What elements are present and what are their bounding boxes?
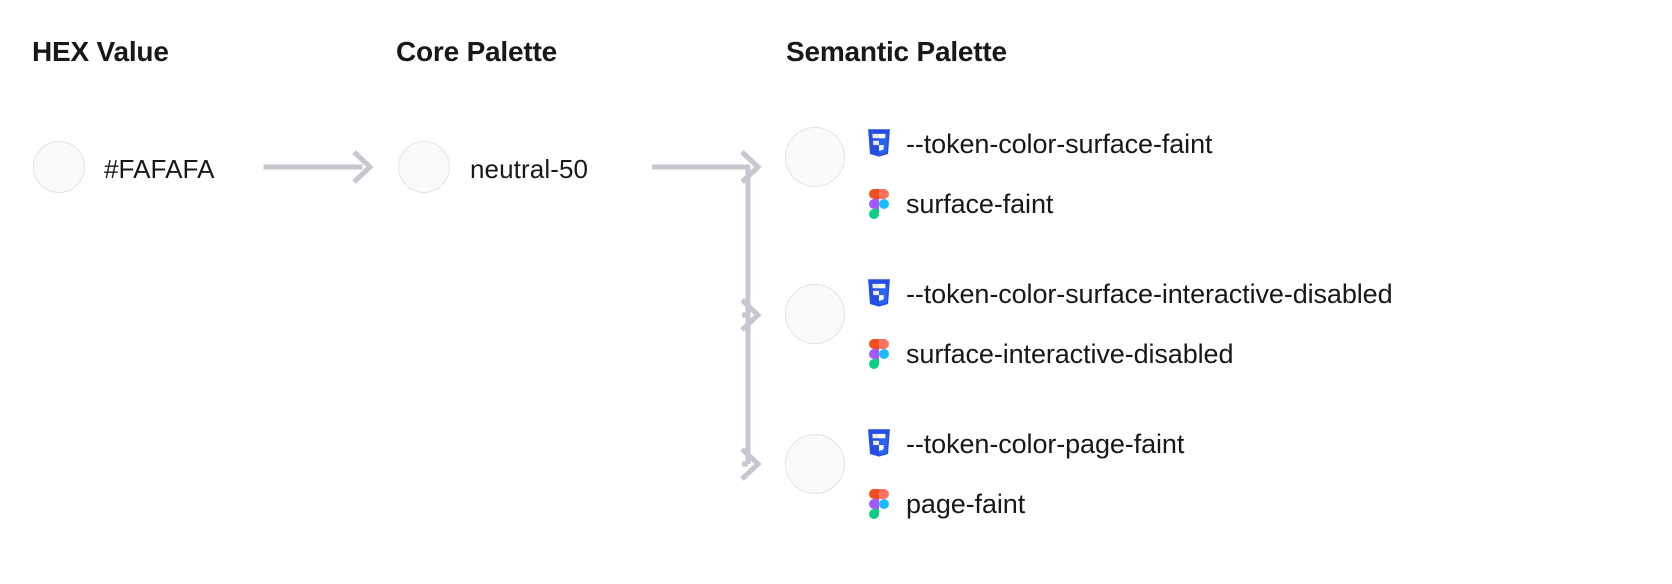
color-swatch-semantic-page-faint <box>785 434 845 494</box>
semantic-token-group: --token-color-surface-faint surface-fain… <box>866 114 1213 234</box>
semantic-token-group: --token-color-surface-interactive-disabl… <box>866 264 1393 384</box>
token-line-figma: page-faint <box>866 474 1184 534</box>
semantic-token-group: --token-color-page-faint page-faint <box>866 414 1184 534</box>
token-line-figma: surface-faint <box>866 174 1212 234</box>
arrow-hex-to-core <box>263 150 374 184</box>
token-line-css: --token-color-surface-faint <box>866 114 1213 174</box>
css3-icon <box>868 279 890 307</box>
css3-icon <box>868 129 890 157</box>
core-palette-label: neutral-50 <box>470 154 589 184</box>
token-line-figma: surface-interactive-disabled <box>866 324 1393 384</box>
column-header-hex-value: HEX Value <box>32 36 169 67</box>
column-header-semantic-palette: Semantic Palette <box>786 36 1007 67</box>
figma-token-name: surface-interactive-disabled <box>906 338 1234 369</box>
figma-token-name: page-faint <box>906 488 1026 519</box>
color-swatch-semantic-surface-interactive-disabled <box>785 284 845 344</box>
token-line-css: --token-color-page-faint <box>866 414 1184 474</box>
css-token-name: --token-color-surface-interactive-disabl… <box>906 278 1393 309</box>
color-swatch-semantic-surface-faint <box>785 127 845 187</box>
color-swatch-hex <box>33 141 85 193</box>
css3-icon <box>868 429 890 457</box>
color-swatch-core <box>398 141 450 193</box>
hex-value-label: #FAFAFA <box>104 154 215 184</box>
token-line-css: --token-color-surface-interactive-disabl… <box>866 264 1393 324</box>
css-token-name: --token-color-surface-faint <box>906 128 1213 159</box>
figma-icon <box>869 489 889 519</box>
column-header-core-palette: Core Palette <box>396 36 557 67</box>
arrow-core-to-semantic-branch <box>652 150 762 481</box>
figma-icon <box>869 189 889 219</box>
figma-icon <box>869 339 889 369</box>
figma-token-name: surface-faint <box>906 188 1054 219</box>
css-token-name: --token-color-page-faint <box>906 428 1185 459</box>
